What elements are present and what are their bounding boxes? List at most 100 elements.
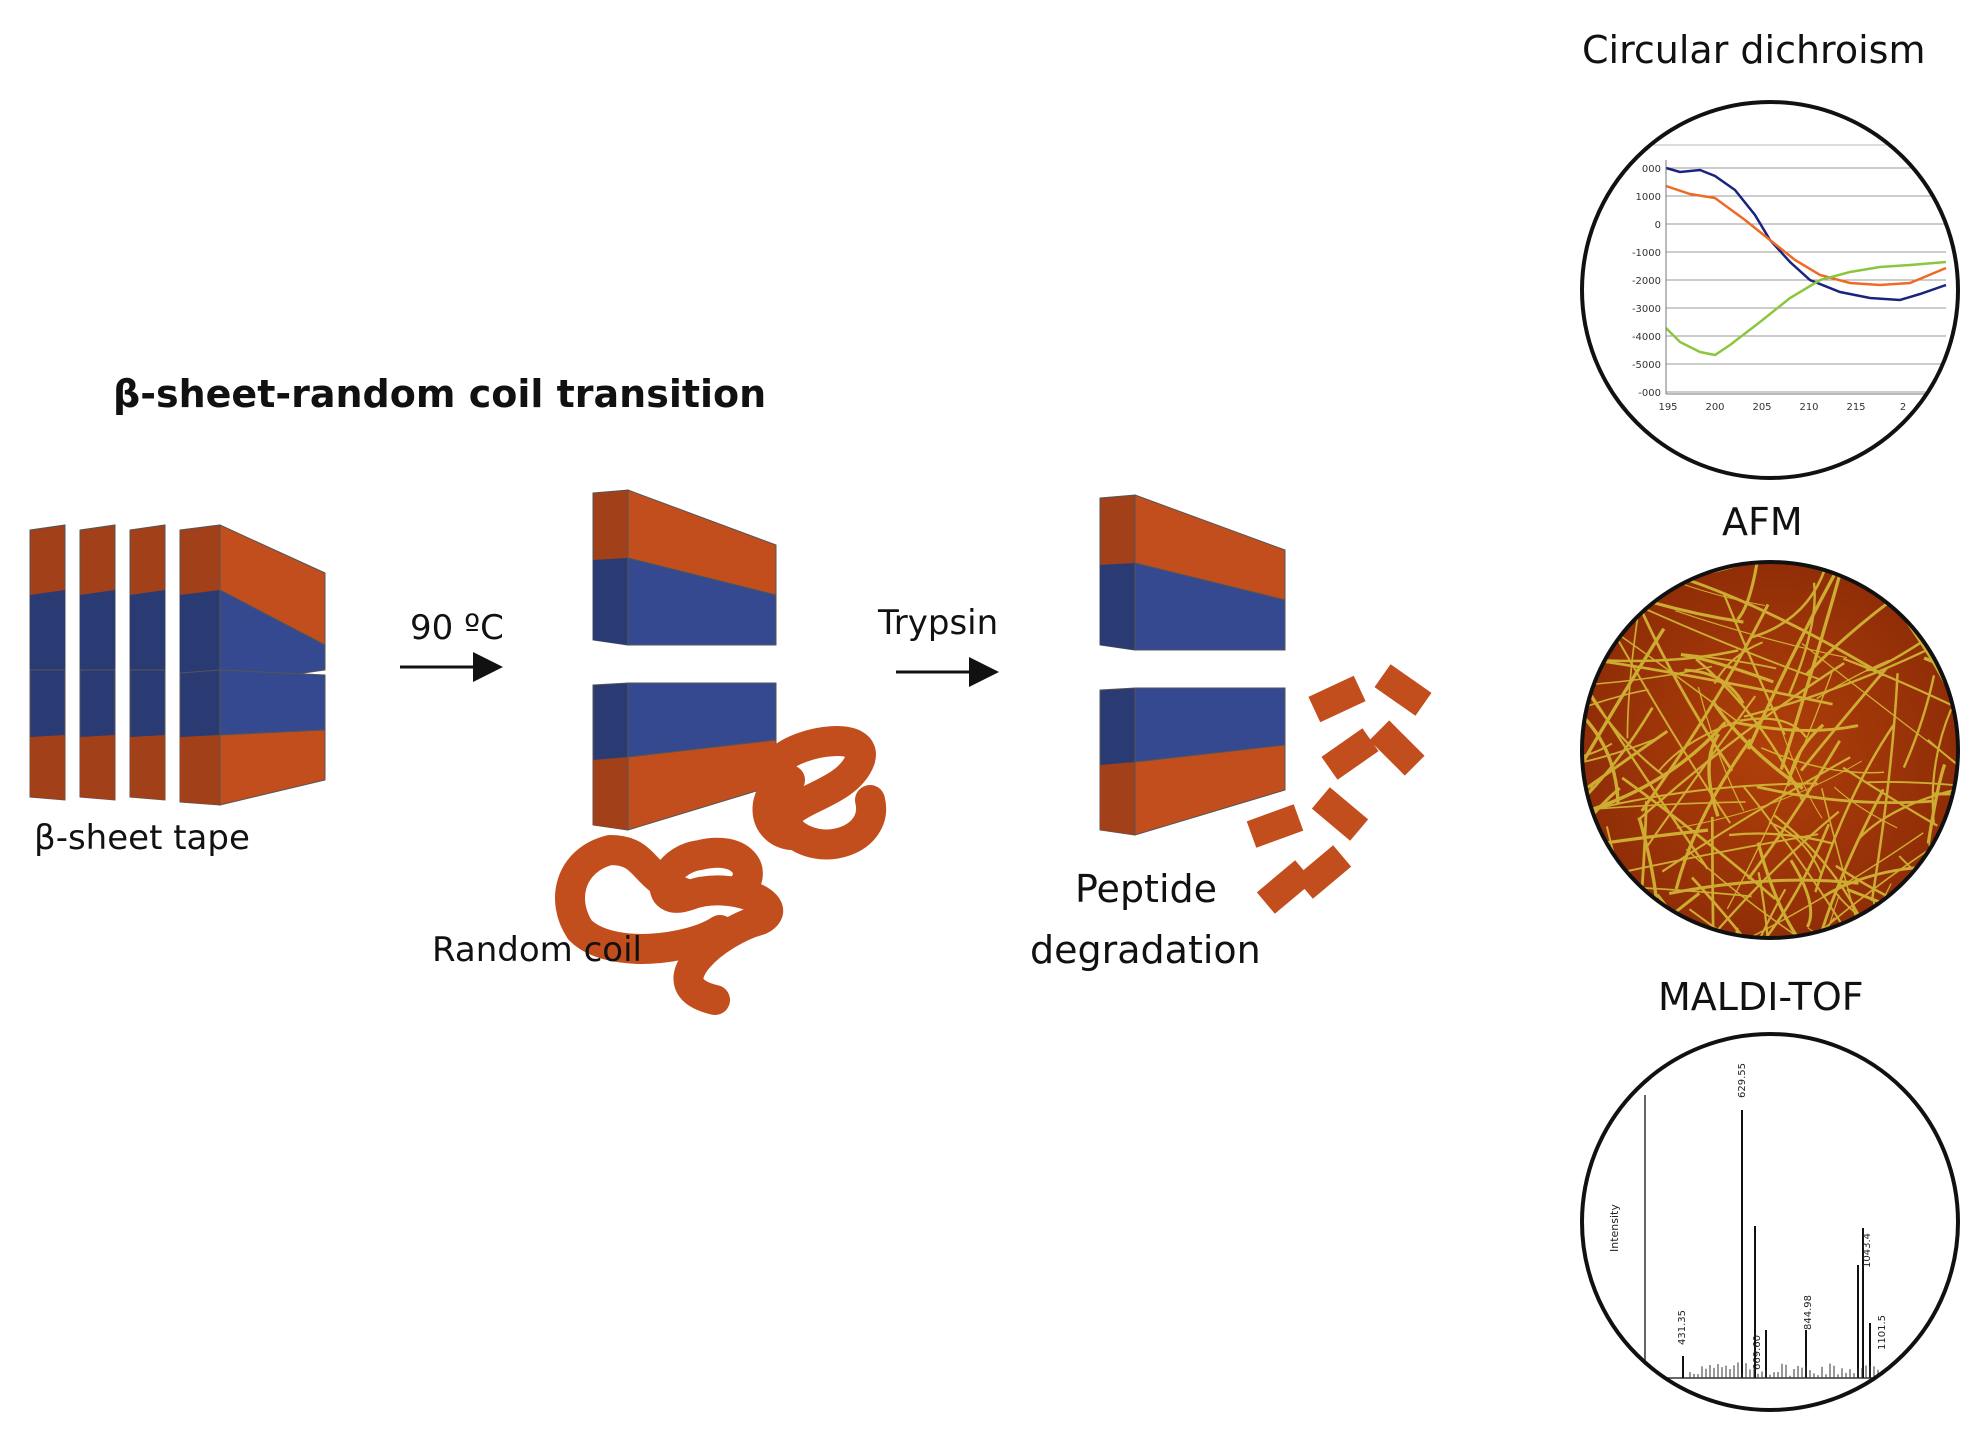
afm-fiber <box>1697 686 1745 811</box>
afm-fiber <box>1779 725 1823 819</box>
afm-fiber <box>1582 828 1709 858</box>
afm-fiber <box>1833 786 1898 829</box>
cd-x-tick-label: 210 <box>1799 402 1818 413</box>
cd-y-tick-label: -3000 <box>1632 304 1661 315</box>
afm-fiber <box>1742 785 1882 938</box>
afm-fiber <box>1582 742 1613 764</box>
afm-fiber <box>1685 848 1829 938</box>
cd-y-tick-label: -2000 <box>1632 276 1661 287</box>
afm-fiber <box>1366 900 1579 907</box>
afm-fiber <box>1747 740 1841 880</box>
cd-x-tick-label: 2 <box>1900 402 1906 413</box>
afm-fiber <box>1940 854 1958 938</box>
afm-fiber <box>1738 717 1808 739</box>
afm-fiber <box>1789 859 1813 928</box>
afm-fiber <box>1756 785 1934 805</box>
afm-fiber <box>1600 659 1833 706</box>
afm-fiber <box>1866 781 1958 815</box>
cd-y-tick-label: 1000 <box>1636 192 1661 203</box>
peptide-fragments <box>1246 664 1432 914</box>
afm-fiber <box>1695 658 1805 803</box>
maldi-peak-label: 844.98 <box>1803 1295 1814 1330</box>
cd-x-tick-label: 200 <box>1705 402 1724 413</box>
afm-fiber <box>1902 675 1936 769</box>
cd-series-green <box>1665 260 1947 357</box>
afm-fiber <box>1351 591 1571 608</box>
afm-fiber <box>1746 823 1831 938</box>
afm-fiber <box>1657 720 1739 773</box>
maldi-panel-title: MALDI-TOF <box>1658 975 1864 1019</box>
afm-fiber <box>1623 904 1654 938</box>
afm-fiber <box>1955 903 1958 938</box>
afm-fiber <box>1799 667 1888 772</box>
afm-fiber <box>1582 892 1701 938</box>
afm-panel-title: AFM <box>1722 500 1803 544</box>
cd-x-tick-label: 215 <box>1846 402 1865 413</box>
afm-fiber <box>1679 575 1885 677</box>
afm-fiber <box>1582 873 1598 891</box>
maldi-peak-label: 669.60 <box>1752 1335 1763 1370</box>
cd-series-orange <box>1665 184 1947 287</box>
afm-fiber <box>1763 846 1934 938</box>
afm-fiber <box>1786 723 1825 787</box>
cd-y-tick-label: 0 <box>1655 220 1661 231</box>
afm-fiber <box>1582 677 1709 870</box>
trypsin-label: Trypsin <box>878 603 999 643</box>
afm-fiber <box>1757 872 1771 938</box>
afm-fiber <box>1768 821 1823 875</box>
afm-fiber <box>1688 908 1887 938</box>
afm-fiber <box>1843 657 1958 749</box>
afm-fiber <box>1640 603 1770 812</box>
afm-fiber <box>1571 740 1573 808</box>
afm-fiber <box>1943 871 1958 915</box>
afm-fiber <box>1674 738 1752 890</box>
afm-fiber <box>1646 695 1757 848</box>
cd-y-tick-label: -4000 <box>1632 332 1661 343</box>
diagram-title: β-sheet-random coil transition <box>113 372 767 416</box>
afm-fiber <box>1582 715 1620 804</box>
afm-fiber <box>1673 810 1840 938</box>
cd-x-tick-label: 195 <box>1658 402 1677 413</box>
afm-fiber <box>1726 671 1833 910</box>
peptide-label-line2: degradation <box>1030 928 1261 972</box>
afm-fiber <box>1963 640 1971 765</box>
cd-panel-title: Circular dichroism <box>1582 28 1926 72</box>
afm-fiber <box>1582 867 1615 901</box>
cd-y-tick-label: 000 <box>1642 164 1661 175</box>
afm-fiber <box>1842 766 1938 827</box>
afm-fiber <box>1750 567 1827 639</box>
afm-fiber <box>1582 650 1588 753</box>
afm-fiber <box>1728 832 1834 845</box>
random-coil-label: Random coil <box>432 930 642 970</box>
afm-fiber <box>1760 747 1885 774</box>
afm-fiber <box>1714 888 1787 938</box>
afm-fiber <box>1676 760 1862 829</box>
afm-fiber <box>1668 878 1859 895</box>
afm-fiber <box>1582 602 1619 617</box>
maldi-peak-label: 431.35 <box>1677 1310 1688 1345</box>
afm-fiber <box>1582 706 1654 829</box>
maldi-peak-label: 1043.4 <box>1862 1233 1873 1268</box>
afm-fiber <box>1661 756 1851 873</box>
afm-fiber <box>1926 763 1947 844</box>
degraded-sheets <box>1099 494 1286 836</box>
maldi-peak-label: 629.55 <box>1737 1063 1748 1098</box>
afm-fiber <box>1859 571 1958 594</box>
afm-fiber <box>1582 783 1595 845</box>
afm-fiber <box>1931 708 1953 823</box>
afm-fiber <box>1943 838 1958 912</box>
afm-fiber <box>1816 659 1890 700</box>
peptide-label-line1: Peptide <box>1075 867 1218 911</box>
cd-y-tick-label: -000 <box>1638 388 1661 399</box>
afm-panel <box>1351 560 1971 940</box>
afm-fiber <box>1779 562 1847 771</box>
afm-fiber <box>1927 739 1958 826</box>
afm-fiber <box>1743 642 1940 718</box>
afm-fiber <box>1746 573 1836 750</box>
afm-fiber <box>1582 649 1739 663</box>
cd-y-tick-label: -1000 <box>1632 248 1661 259</box>
afm-fiber <box>1870 673 1899 902</box>
afm-fiber <box>1582 688 1649 733</box>
heat-label: 90 ºC <box>410 608 504 648</box>
